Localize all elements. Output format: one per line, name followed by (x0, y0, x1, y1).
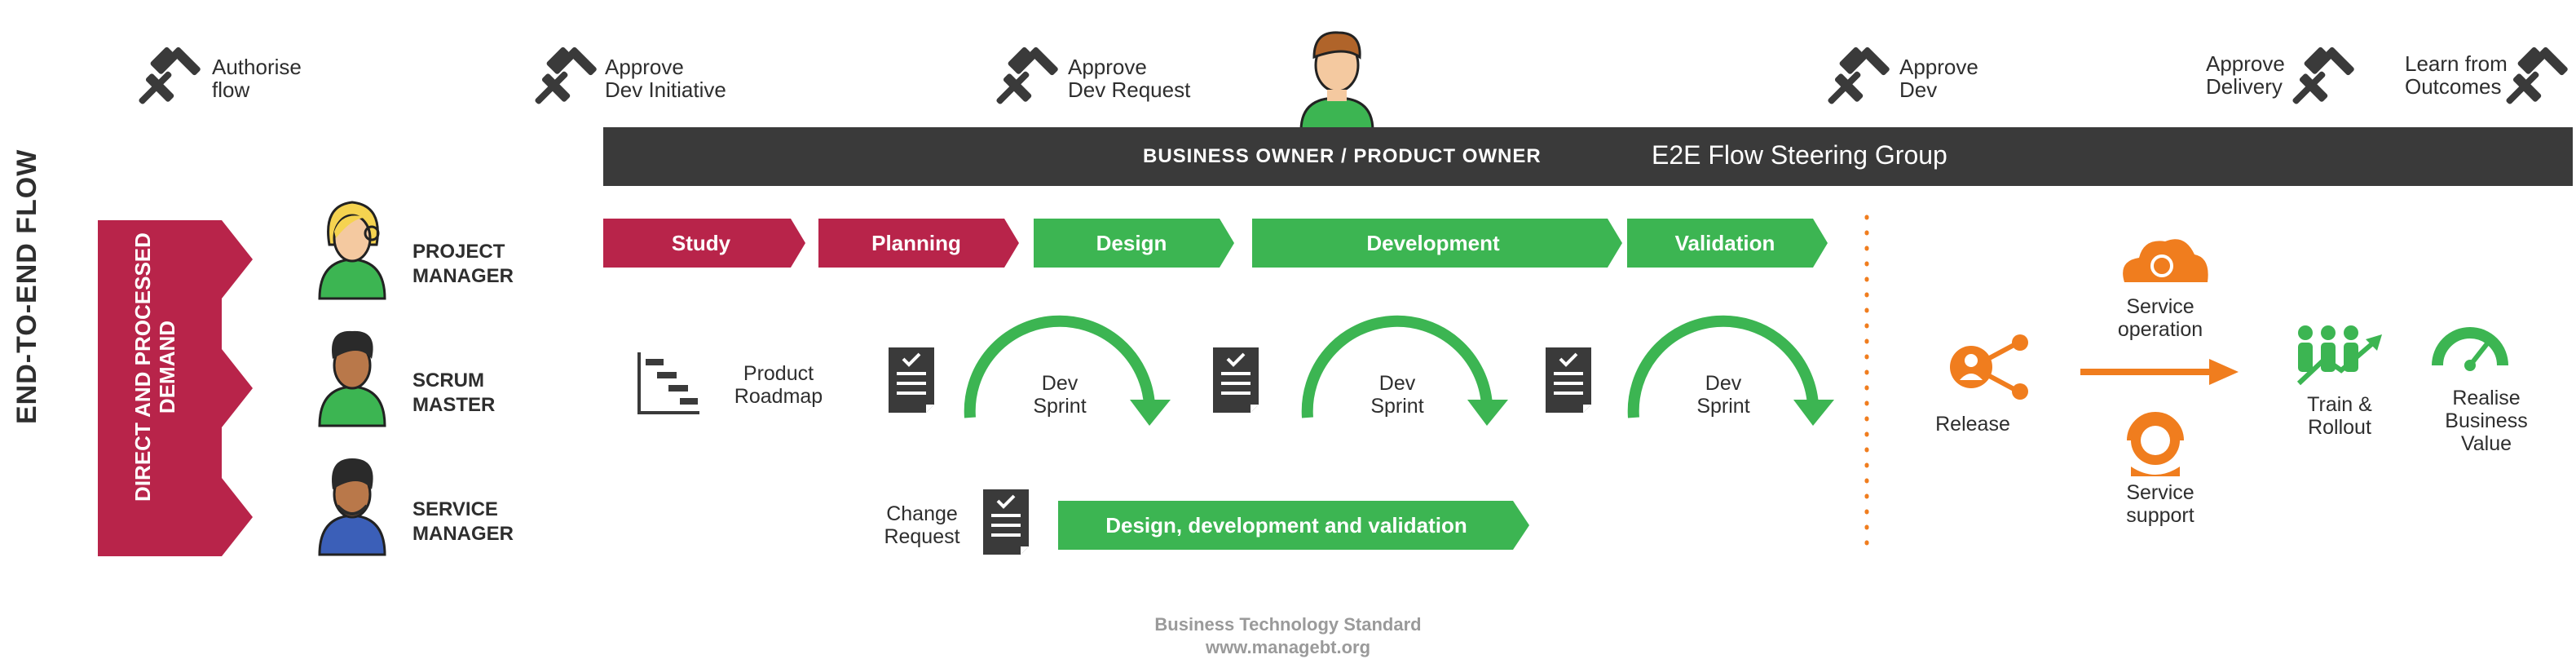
scrum-master-avatar-icon (318, 330, 386, 427)
gavel-icon (995, 46, 1060, 105)
release-label: Release (1935, 413, 2010, 436)
sprint-cycle-icon (1301, 315, 1508, 426)
phase-development: Development (1366, 230, 1500, 255)
business-owner-avatar-icon (1299, 31, 1374, 132)
phase-arrow-development (1252, 219, 1622, 268)
gavel-icon (534, 46, 598, 105)
banner-steering-group: E2E Flow Steering Group (1652, 140, 1947, 170)
product-roadmap-label: Product Roadmap (734, 362, 823, 408)
phase-planning: Planning (871, 230, 961, 255)
service-operation-label: Service operation (2117, 295, 2203, 341)
document-icon (981, 488, 1030, 556)
combined-phase-arrow (1058, 501, 1529, 550)
roadmap-gantt-icon (637, 352, 699, 414)
combined-phase: Design, development and validation (1105, 512, 1467, 537)
document-icon (887, 346, 936, 414)
demand-block (98, 220, 253, 556)
phase-arrow-design (1034, 219, 1234, 268)
release-share-icon (1950, 334, 2028, 400)
approval-learn-outcomes: Learn from Outcomes (2405, 51, 2508, 99)
approval-delivery: Approve Delivery (2206, 51, 2285, 99)
footer: Business Technology Standard www.manageb… (0, 613, 2576, 659)
footer-url: www.managebt.org (1205, 637, 1371, 657)
sprint-cycle-icon (964, 315, 1171, 426)
role-project-manager: PROJECT MANAGER (412, 241, 514, 287)
service-support-label: Service support (2126, 481, 2194, 527)
project-manager-avatar-icon (318, 201, 386, 300)
document-icon (1211, 346, 1260, 414)
gavel-icon (2505, 46, 2569, 105)
phase-design: Design (1096, 230, 1167, 255)
approval-authorise-flow: Authorise flow (212, 55, 302, 102)
footer-title: Business Technology Standard (1154, 614, 1422, 635)
service-operation-cloud-icon (2123, 239, 2208, 282)
realise-value-label: Realise Business Value (2445, 387, 2528, 455)
sprint-cycle-icon (1627, 315, 1834, 426)
dev-sprint-label: Dev Sprint (1370, 372, 1424, 418)
realise-value-gauge-icon (2432, 327, 2508, 371)
dev-sprint-label: Dev Sprint (1033, 372, 1087, 418)
approval-dev-initiative: Approve Dev Initiative (605, 55, 726, 102)
phase-arrow-planning (818, 219, 1019, 268)
change-request-label: Change Request (884, 502, 960, 548)
phase-arrow-study (603, 219, 805, 268)
demand-label: DIRECT AND PROCESSED DEMAND (130, 232, 179, 502)
approval-dev: Approve Dev (1899, 55, 1978, 102)
train-rollout-label: Train & Rollout (2307, 393, 2372, 439)
banner-business-owner: BUSINESS OWNER / PRODUCT OWNER (1143, 145, 1542, 167)
phase-validation: Validation (1674, 230, 1775, 255)
service-manager-avatar-icon (318, 458, 386, 556)
phase-arrow-validation (1627, 219, 1828, 268)
gavel-icon (2291, 46, 2356, 105)
gavel-icon (138, 46, 202, 105)
train-rollout-group-icon (2296, 325, 2382, 386)
gavel-icon (1827, 46, 1891, 105)
role-service-manager: SERVICE MANAGER (412, 498, 514, 545)
steering-banner (603, 127, 2573, 186)
document-icon (1544, 346, 1593, 414)
approval-dev-request: Approve Dev Request (1068, 55, 1191, 102)
flow-arrow (2080, 359, 2239, 385)
dev-sprint-label: Dev Sprint (1696, 372, 1750, 418)
phase-study: Study (671, 230, 731, 255)
role-scrum-master: SCRUM MASTER (412, 369, 496, 416)
service-support-headset-icon (2127, 412, 2184, 476)
